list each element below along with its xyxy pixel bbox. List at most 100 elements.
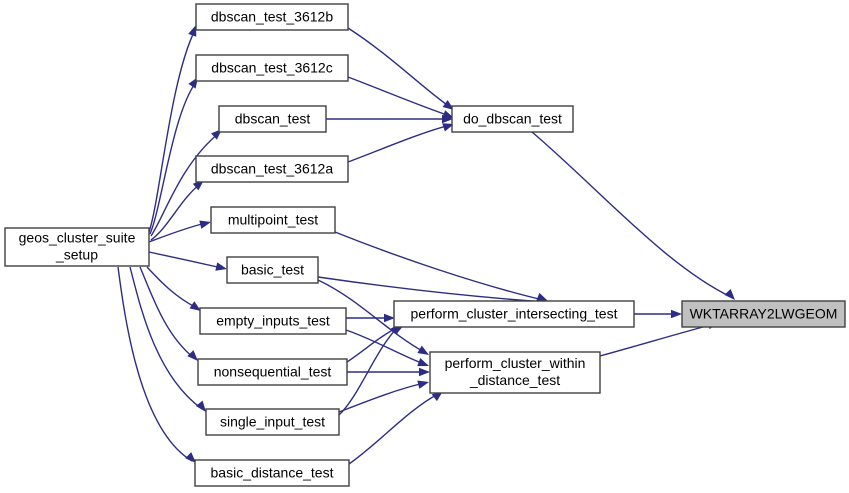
node-box[interactable] xyxy=(393,300,635,328)
edge-geos_cluster_suite_setup-to-multipoint_test xyxy=(148,220,211,243)
edge-line xyxy=(338,382,425,413)
node-box[interactable] xyxy=(451,105,574,133)
node-box[interactable] xyxy=(429,351,601,394)
node-box[interactable] xyxy=(195,3,349,31)
arrowhead-icon xyxy=(199,220,211,229)
node-box[interactable] xyxy=(194,459,350,487)
edge-dbscan_test-to-do_dbscan_test xyxy=(326,114,453,124)
node-box[interactable] xyxy=(205,408,340,436)
edge-perform_cluster_intersecting_test-to-WKTARRAY2LWGEOM xyxy=(634,309,682,319)
arrowhead-icon xyxy=(419,367,430,377)
node-do_dbscan_test[interactable]: do_dbscan_test xyxy=(451,105,574,133)
edge-geos_cluster_suite_setup-to-dbscan_test_3612b xyxy=(148,25,197,233)
arrowhead-icon xyxy=(442,100,454,110)
node-box[interactable] xyxy=(199,307,347,335)
edge-multipoint_test-to-perform_cluster_intersecting_test xyxy=(334,231,548,301)
node-label: dbscan_test xyxy=(235,111,311,127)
node-box[interactable] xyxy=(226,256,319,284)
node-box[interactable] xyxy=(197,358,348,386)
arrowhead-icon xyxy=(417,380,429,389)
edge-empty_inputs_test-to-perform_cluster_within_distance_test xyxy=(345,329,429,367)
arrowhead-icon xyxy=(187,350,198,361)
node-label: do_dbscan_test xyxy=(463,111,562,127)
node-label: WKTARRAY2LWGEOM xyxy=(690,306,838,322)
edge-nonsequential_test-to-perform_cluster_within_distance_test xyxy=(347,367,430,377)
node-dbscan_test_3612a[interactable]: dbscan_test_3612a xyxy=(195,155,349,183)
arrowhead-icon xyxy=(417,345,429,355)
node-perform_cluster_intersecting_test[interactable]: perform_cluster_intersecting_test xyxy=(393,300,635,328)
arrowhead-icon xyxy=(189,301,201,311)
edge-empty_inputs_test-to-perform_cluster_intersecting_test xyxy=(346,313,395,323)
edge-line xyxy=(148,29,196,233)
edge-line xyxy=(347,27,451,108)
node-label: perform_cluster_intersecting_test xyxy=(411,306,618,322)
arrowhead-icon xyxy=(185,452,196,463)
node-dbscan_test_3612b[interactable]: dbscan_test_3612b xyxy=(195,3,349,31)
node-box[interactable] xyxy=(210,206,336,234)
edge-line xyxy=(334,231,544,301)
edge-line xyxy=(150,132,220,237)
node-dbscan_test[interactable]: dbscan_test xyxy=(218,105,327,133)
edge-dbscan_test_3612b-to-do_dbscan_test xyxy=(347,27,454,110)
edge-single_input_test-to-perform_cluster_within_distance_test xyxy=(338,380,429,413)
edge-line xyxy=(317,276,546,303)
node-label: dbscan_test_3612b xyxy=(211,9,333,25)
node-box[interactable] xyxy=(195,54,349,82)
edge-basic_distance_test-to-perform_cluster_within_distance_test xyxy=(348,391,443,465)
node-box[interactable] xyxy=(4,227,150,267)
node-box[interactable] xyxy=(218,105,327,133)
edge-line xyxy=(599,323,715,357)
arrowhead-icon xyxy=(188,25,197,37)
node-label: dbscan_test_3612c xyxy=(211,60,332,76)
edge-single_input_test-to-perform_cluster_intersecting_test xyxy=(338,323,401,416)
node-basic_test[interactable]: basic_test xyxy=(226,256,319,284)
arrowhead-icon xyxy=(215,262,227,271)
edge-line xyxy=(345,329,425,365)
node-label: basic_distance_test xyxy=(211,465,334,481)
edge-line xyxy=(338,326,399,416)
node-single_input_test[interactable]: single_input_test xyxy=(205,408,340,436)
edge-line xyxy=(531,131,732,298)
edge-geos_cluster_suite_setup-to-single_input_test xyxy=(129,266,206,412)
edge-geos_cluster_suite_setup-to-nonsequential_test xyxy=(139,266,198,361)
edge-line xyxy=(148,251,223,269)
node-WKTARRAY2LWGEOM[interactable]: WKTARRAY2LWGEOM xyxy=(681,300,846,328)
edge-line xyxy=(150,183,201,241)
edge-line xyxy=(117,266,193,462)
edge-geos_cluster_suite_setup-to-dbscan_test_3612c xyxy=(149,77,198,235)
node-multipoint_test[interactable]: multipoint_test xyxy=(210,206,336,234)
node-label-line2: _distance_test xyxy=(469,372,560,388)
arrowhead-icon xyxy=(442,114,453,124)
arrowhead-icon xyxy=(417,358,429,367)
node-box[interactable] xyxy=(681,300,846,328)
edge-line xyxy=(139,266,195,359)
node-nonsequential_test[interactable]: nonsequential_test xyxy=(197,358,348,386)
edge-line xyxy=(317,279,425,353)
node-geos_cluster_suite_setup[interactable]: geos_cluster_suite_setup xyxy=(4,227,150,267)
node-label: multipoint_test xyxy=(228,212,318,228)
node-label: basic_test xyxy=(241,262,304,278)
node-basic_distance_test[interactable]: basic_distance_test xyxy=(194,459,350,487)
edge-line xyxy=(347,124,451,163)
arrowhead-icon xyxy=(195,400,206,412)
arrowhead-icon xyxy=(536,292,548,301)
edge-line xyxy=(129,266,203,410)
node-perform_cluster_within_distance_test[interactable]: perform_cluster_within_distance_test xyxy=(429,351,601,394)
edge-geos_cluster_suite_setup-to-basic_test xyxy=(148,251,227,271)
node-box[interactable] xyxy=(195,155,349,183)
node-label: nonsequential_test xyxy=(214,364,332,380)
node-label: single_input_test xyxy=(220,414,325,430)
node-label-line1: geos_cluster_suite xyxy=(19,230,136,246)
edge-line xyxy=(149,81,197,235)
arrowhead-icon xyxy=(724,289,735,300)
node-empty_inputs_test[interactable]: empty_inputs_test xyxy=(199,307,347,335)
edge-dbscan_test_3612a-to-do_dbscan_test xyxy=(347,123,454,163)
edge-do_dbscan_test-to-WKTARRAY2LWGEOM xyxy=(531,131,735,300)
node-dbscan_test_3612c[interactable]: dbscan_test_3612c xyxy=(195,54,349,82)
arrowhead-icon xyxy=(442,123,454,132)
edge-line xyxy=(348,393,439,465)
edge-line xyxy=(347,76,451,117)
nodes-layer: geos_cluster_suite_setup dbscan_test_3612… xyxy=(4,3,846,487)
